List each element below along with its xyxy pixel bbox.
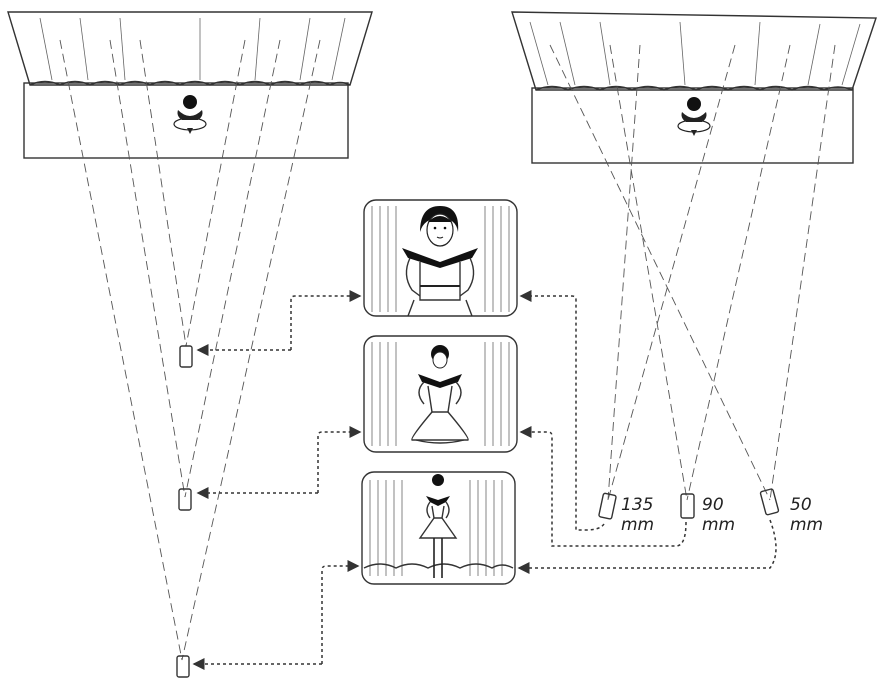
- long-figure: [418, 474, 458, 578]
- frame-closeup: [363, 199, 518, 317]
- right-stage-floor: [531, 87, 854, 164]
- left-camera-middle: [178, 488, 192, 511]
- label-50-focal: 50: [790, 495, 812, 515]
- left-stage-floor: [23, 82, 349, 159]
- frame-medium: [363, 335, 518, 453]
- right-cameras: [598, 488, 780, 520]
- left-stage-performer: [173, 94, 207, 135]
- medium-figure: [411, 345, 469, 444]
- left-stage-curtain: [7, 11, 373, 86]
- left-stage: [7, 11, 373, 159]
- left-camera-near: [179, 345, 193, 368]
- label-135-focal: 135: [621, 495, 653, 515]
- left-view-rays: [59, 39, 321, 661]
- frame-connectors: [192, 290, 777, 670]
- label-50-unit: mm: [790, 515, 823, 535]
- label-135-unit: mm: [621, 515, 654, 535]
- left-cameras: [176, 345, 193, 678]
- label-90-focal: 90: [702, 495, 724, 515]
- lens-labels: 135 mm 90 mm 50 mm: [621, 495, 823, 535]
- frame-long: [361, 471, 516, 585]
- camera-90mm: [680, 493, 695, 519]
- left-camera-far: [176, 655, 190, 678]
- camera-135mm: [598, 492, 617, 520]
- label-90-unit: mm: [702, 515, 735, 535]
- right-stage-performer: [677, 96, 711, 137]
- closeup-figure: [402, 206, 478, 317]
- right-stage: [511, 11, 877, 164]
- right-view-rays: [549, 44, 836, 501]
- camera-50mm: [759, 488, 780, 516]
